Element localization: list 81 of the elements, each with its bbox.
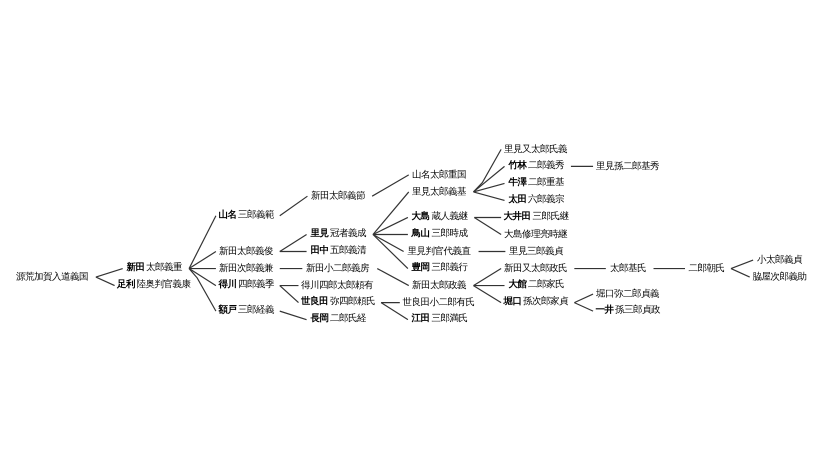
node-text: 一井孫三郎貞政 [596, 304, 660, 316]
node-text: 田中五郎義清 [310, 245, 366, 256]
node-text: 得川四郎太郎頼有 [301, 280, 374, 291]
node-text: 山名三郎義範 [218, 209, 274, 220]
connector [189, 268, 216, 270]
node-text: 長岡二郎氏経 [310, 313, 366, 324]
connector [372, 234, 408, 236]
node-text: 江田三郎満氏 [412, 313, 468, 324]
node-text: 堀口弥二郎貞義 [596, 288, 660, 300]
connector [188, 216, 216, 269]
connector [279, 285, 299, 304]
node-text: 源荒加賀入道義国 [16, 271, 88, 282]
node-text: 太田六郎義宗 [508, 194, 564, 205]
connector [473, 149, 502, 192]
connector [372, 234, 408, 269]
node-text: 新田小二郎義房 [306, 262, 370, 274]
connector [473, 191, 505, 202]
node-text: 里見太郎義基 [412, 186, 466, 198]
connector [280, 310, 307, 320]
node-text: 大島蔵人義継 [412, 211, 468, 222]
node-text: 太郎基氏 [610, 262, 646, 274]
connector [279, 234, 307, 252]
connector [473, 182, 505, 192]
node-text: 里見判官代義直 [407, 246, 470, 257]
node-text: 小太郎義貞 [756, 254, 802, 266]
node-text: 里見又太郎氏義 [504, 144, 568, 155]
connector [574, 268, 606, 270]
connector [372, 174, 410, 197]
connector [372, 216, 408, 236]
node-text: 大島修理亮時継 [504, 228, 568, 240]
node-text: 鳥山三郎時成 [412, 228, 468, 240]
node-text: 世良田弥四郎頼氏 [301, 296, 375, 308]
node-text: 新田太郎政義 [412, 280, 466, 291]
connector [279, 196, 308, 216]
node-text: 新田太郎義重 [126, 262, 182, 274]
node-text: 大館二郎家氏 [508, 279, 564, 290]
node-text: 里見孫二郎基秀 [596, 160, 660, 172]
connector [730, 268, 750, 278]
connector [473, 268, 502, 286]
connector [473, 284, 505, 286]
node-text: 里見冠者義成 [310, 228, 366, 240]
connector [188, 268, 216, 312]
node-text: 脇屋次郎義助 [752, 271, 806, 282]
node-text: 額戸三郎経義 [218, 304, 274, 316]
node-text: 世良田小二郎有氏 [402, 296, 474, 308]
node-text: 新田太郎義俊 [218, 246, 273, 257]
connector [473, 285, 502, 304]
connector [381, 302, 400, 304]
node-text: 山名太郎重国 [412, 169, 466, 180]
connector [574, 302, 594, 312]
connector [188, 268, 216, 286]
connector [380, 302, 408, 320]
node-text: 大井田三郎氏継 [504, 211, 569, 222]
connector [574, 294, 594, 304]
node-text: 堀口孫次郎家貞 [504, 296, 568, 308]
node-text: 新田次郎義兼 [218, 262, 273, 274]
connector [96, 268, 123, 278]
connector [473, 166, 505, 192]
node-text: 足利陸奥判官義康 [117, 279, 191, 290]
node-text: 豊岡三郎義行 [412, 262, 468, 274]
connector [280, 250, 307, 252]
node-text: 里見三郎義貞 [508, 246, 563, 257]
connector [654, 268, 685, 270]
connector [372, 192, 410, 235]
connector [478, 250, 506, 252]
node-text: 得川四郎義季 [218, 279, 274, 290]
node-text: 二郎朝氏 [688, 262, 724, 274]
connector [280, 268, 302, 270]
connector [570, 166, 594, 167]
connector [730, 259, 754, 270]
connector [280, 284, 298, 286]
connector [376, 268, 410, 286]
connector [96, 276, 115, 286]
node-text: 新田又太郎政氏 [504, 262, 568, 274]
connector [188, 251, 216, 270]
connector [474, 216, 502, 235]
node-text: 牛澤二郎重基 [508, 176, 564, 188]
connector [372, 234, 404, 252]
connector [474, 216, 502, 218]
node-text: 新田太郎義節 [310, 190, 365, 202]
node-text: 竹林二郎義秀 [508, 160, 564, 171]
